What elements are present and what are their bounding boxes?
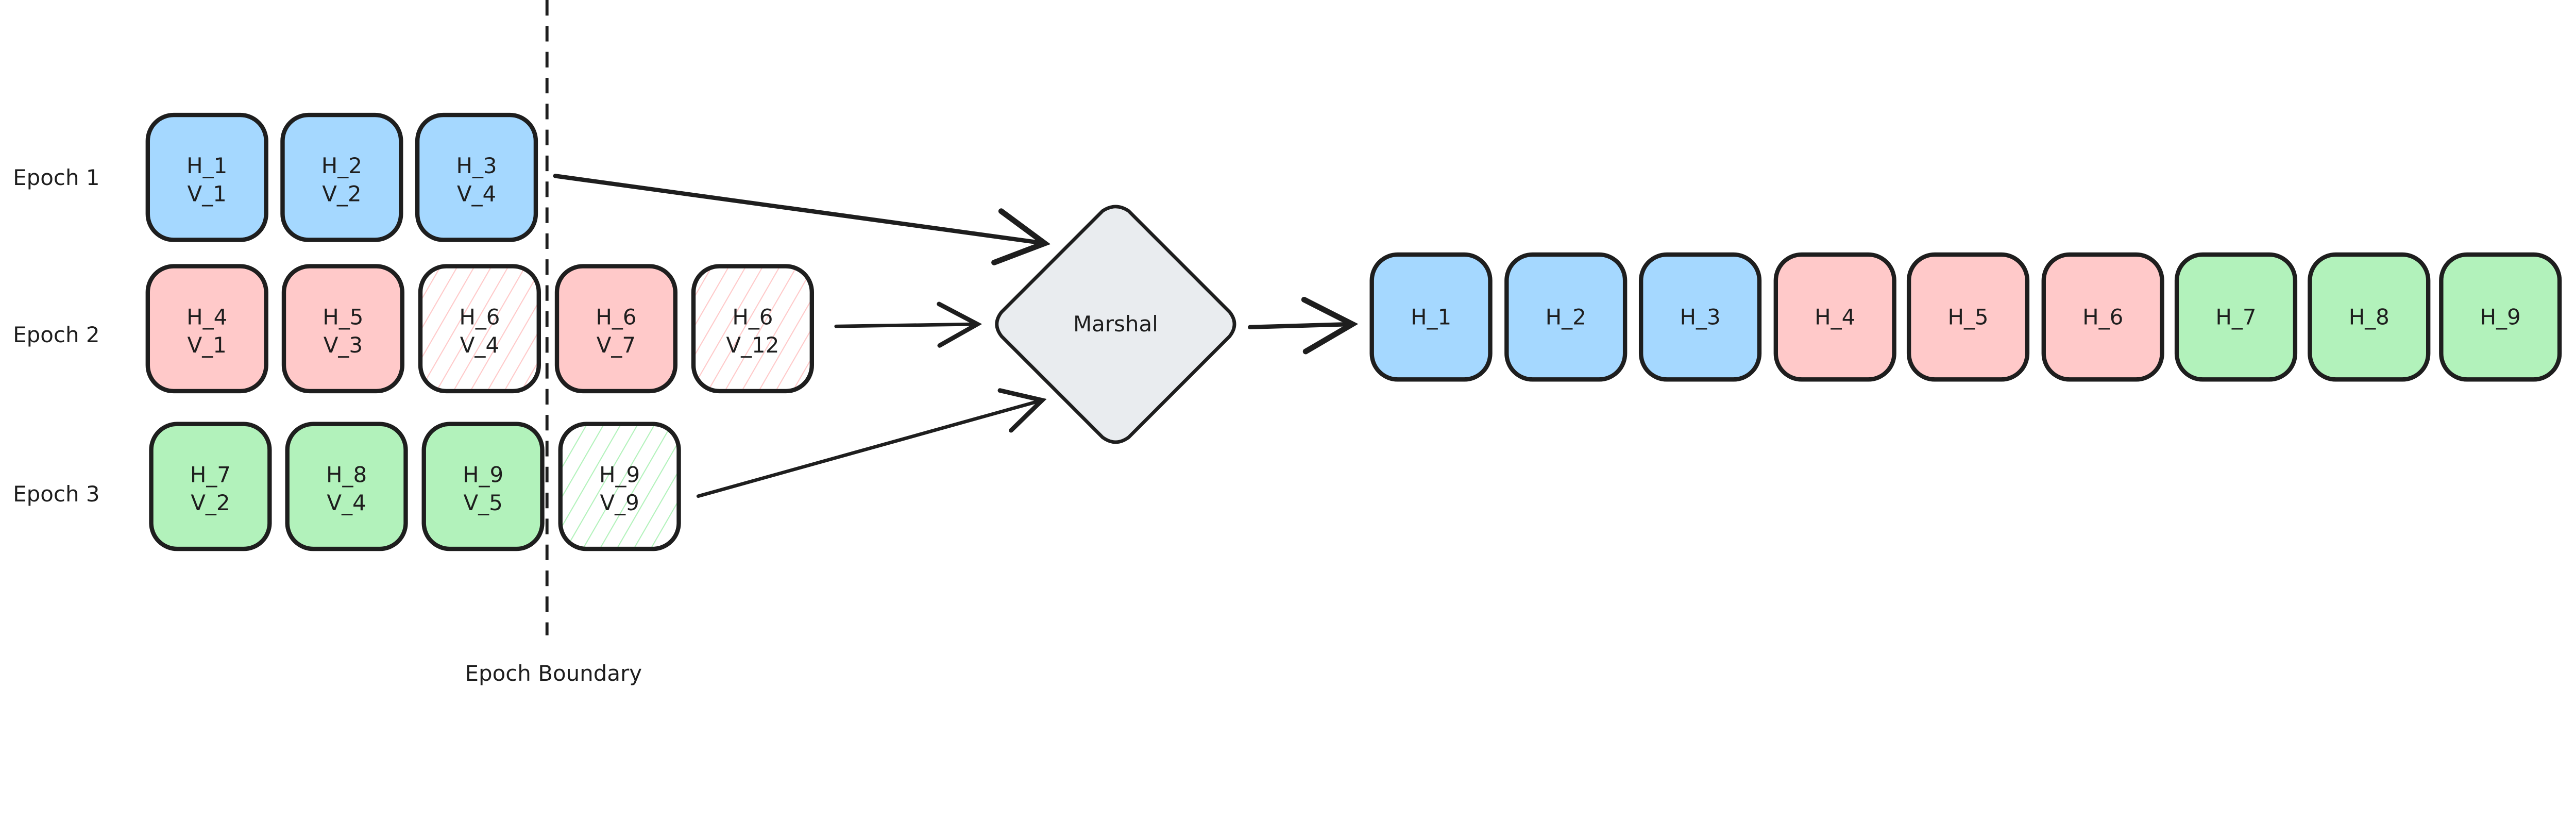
output-block-box [1369,252,1493,382]
output-block: H_6 [2041,252,2164,382]
output-block-box [2041,252,2164,382]
block-h-label: H_3 [456,153,497,178]
block-box [691,264,815,394]
block: H_6V_7 [554,264,677,394]
epoch-label: Epoch 1 [13,165,99,190]
block: H_9V_5 [421,422,545,551]
output-block-label: H_9 [2480,304,2521,329]
block-box [145,112,268,242]
epoch-label: Epoch 3 [13,481,99,507]
output-block-label: H_7 [2215,304,2256,329]
block: H_3V_4 [415,112,538,242]
block-box [281,264,404,394]
epoch-row: Epoch 2H_4V_1H_5V_3H_6V_4H_6V_7H_6V_12 [13,264,815,394]
block-hatched: H_6V_12 [691,264,815,394]
block-v-label: V_7 [597,332,636,358]
block-box [554,264,677,394]
output-block-label: H_6 [2082,304,2123,329]
arrows [553,174,1359,498]
output-block: H_5 [1906,252,2030,382]
block-v-label: V_2 [322,181,361,206]
block-v-label: V_4 [457,181,496,206]
output-block: H_8 [2308,252,2431,382]
block-hatched: H_6V_4 [418,264,541,394]
output-block-box [1773,252,1896,382]
output-block: H_2 [1504,252,1628,382]
output-block-box [2308,252,2431,382]
block-h-label: H_9 [463,462,503,488]
output-block-label: H_8 [2349,304,2389,329]
block-v-label: V_12 [726,332,779,358]
epoch-label: Epoch 2 [13,322,99,347]
block-box [149,422,272,551]
arrow-epoch3-to-marshal [696,388,1047,498]
block-h-label: H_8 [326,462,367,488]
output-block-label: H_1 [1411,304,1451,329]
block-box [285,422,408,551]
block-h-label: H_6 [459,304,500,329]
output-block-box [1504,252,1628,382]
output-block: H_4 [1773,252,1896,382]
block-v-label: V_4 [460,332,499,358]
block-h-label: H_1 [187,153,227,178]
output-block: H_3 [1638,252,1762,382]
output-block-label: H_2 [1546,304,1586,329]
block: H_4V_1 [145,264,268,394]
output-block-label: H_5 [1947,304,1988,329]
block-h-label: H_7 [190,462,231,488]
output-block-box [2439,252,2562,382]
block-box [415,112,538,242]
block-box [418,264,541,394]
block: H_5V_3 [281,264,404,394]
output-block-label: H_4 [1815,304,1855,329]
block-v-label: V_2 [191,490,230,515]
arrow-epoch1-to-marshal [553,174,1051,265]
block-box [280,112,403,242]
block-v-label: V_3 [324,332,363,358]
block: H_1V_1 [145,112,268,242]
marshal-node: Marshal [995,205,1236,444]
block-v-label: V_9 [600,490,639,515]
block: H_2V_2 [280,112,403,242]
block: H_8V_4 [285,422,408,551]
block-v-label: V_4 [327,490,366,515]
output-block-box [1638,252,1762,382]
output-block: H_1 [1369,252,1493,382]
block-h-label: H_9 [599,462,640,488]
block-v-label: V_1 [188,332,227,358]
block-box [558,422,681,551]
epoch-row: Epoch 3H_7V_2H_8V_4H_9V_5H_9V_9 [13,422,681,551]
block-v-label: V_5 [463,490,502,515]
marshal-diamond [995,205,1236,444]
epoch-boundary-label: Epoch Boundary [465,661,642,686]
block-v-label: V_1 [188,181,227,206]
block-h-label: H_6 [596,304,636,329]
output-block: H_7 [2174,252,2298,382]
block-box [145,264,268,394]
output-block-label: H_3 [1680,304,1720,329]
block: H_7V_2 [149,422,272,551]
block-h-label: H_4 [187,304,227,329]
block-box [421,422,545,551]
output-block-box [2174,252,2298,382]
output-block-box [1906,252,2030,382]
block-h-label: H_5 [323,304,363,329]
output-sequence: H_1 H_2 H_3 H_4 H_5 H_6 H_7 H_8 H_9 [1369,252,2562,382]
block-h-label: H_6 [732,304,773,329]
block-hatched: H_9V_9 [558,422,681,551]
block-h-label: H_2 [321,153,362,178]
output-block: H_9 [2439,252,2562,382]
marshal-label: Marshal [1073,311,1158,337]
arrow-marshal-to-output [1248,296,1359,355]
arrow-epoch2-to-marshal [834,301,982,348]
